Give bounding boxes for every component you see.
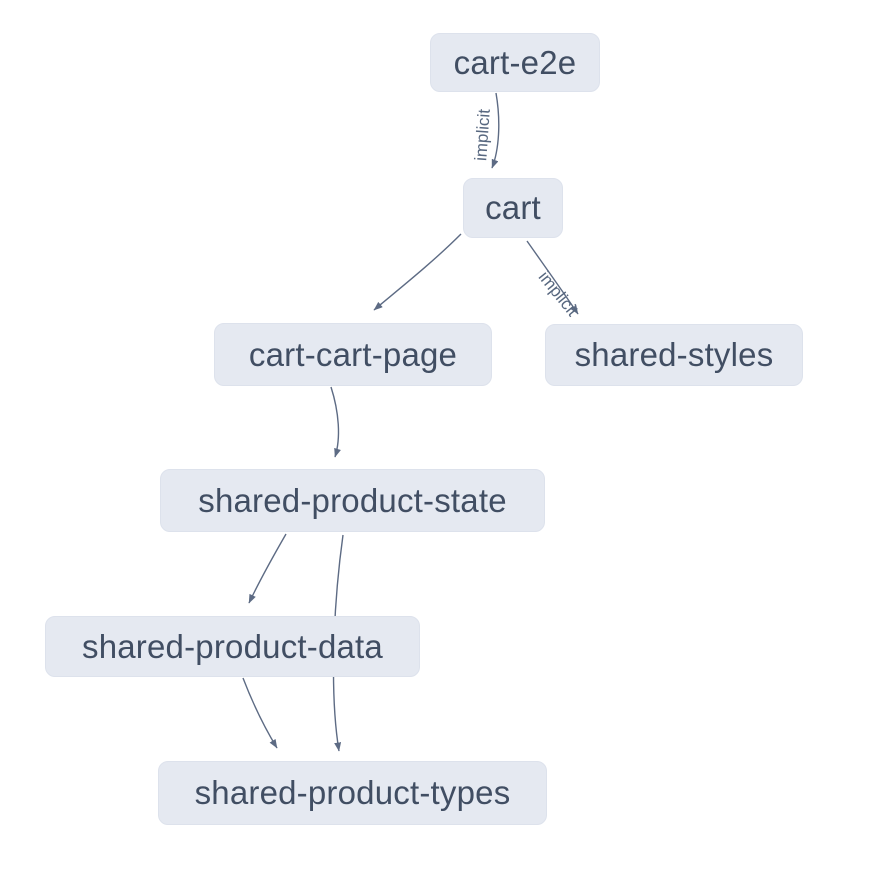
node-cart-e2e[interactable]: cart-e2e [430,33,600,92]
edge-cart-cart-page-to-shared-product-state [330,386,341,458]
node-label: shared-product-state [198,481,507,519]
node-label: shared-product-data [82,627,383,665]
edge-cart-e2e-to-cart [491,92,500,169]
node-shared-product-types[interactable]: shared-product-types [158,761,547,825]
node-cart-cart-page[interactable]: cart-cart-page [214,323,492,386]
node-label: shared-styles [574,336,774,373]
node-cart[interactable]: cart [463,178,563,238]
node-shared-styles[interactable]: shared-styles [545,324,803,386]
edge-cart-to-shared-styles [526,240,579,315]
edge-shared-product-state-to-shared-product-data [248,533,287,604]
node-label: shared-product-types [194,774,511,811]
edge-cart-to-cart-cart-page [373,233,462,311]
node-shared-product-data[interactable]: shared-product-data [45,616,420,677]
node-label: cart-e2e [453,43,577,81]
node-label: cart-cart-page [248,335,458,373]
edge-shared-product-data-to-shared-product-types [242,677,278,749]
node-label: cart [485,189,541,226]
node-shared-product-state[interactable]: shared-product-state [160,469,545,532]
